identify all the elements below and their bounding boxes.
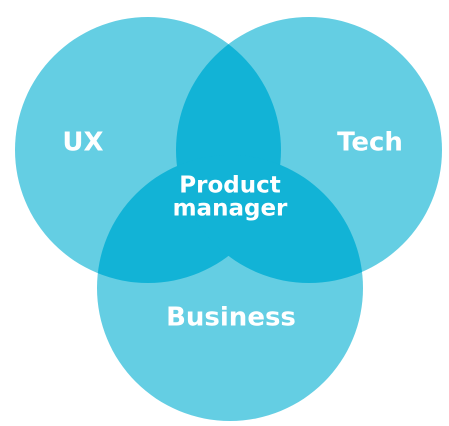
overlap-ux-business <box>97 155 281 283</box>
intersection-label-line1: Product <box>179 173 280 199</box>
ux-label: UX <box>62 128 103 158</box>
intersection-label-line2: manager <box>173 196 288 222</box>
overlap-tech-business <box>176 155 363 283</box>
tech-label: Tech <box>337 128 403 158</box>
business-label: Business <box>166 303 296 333</box>
